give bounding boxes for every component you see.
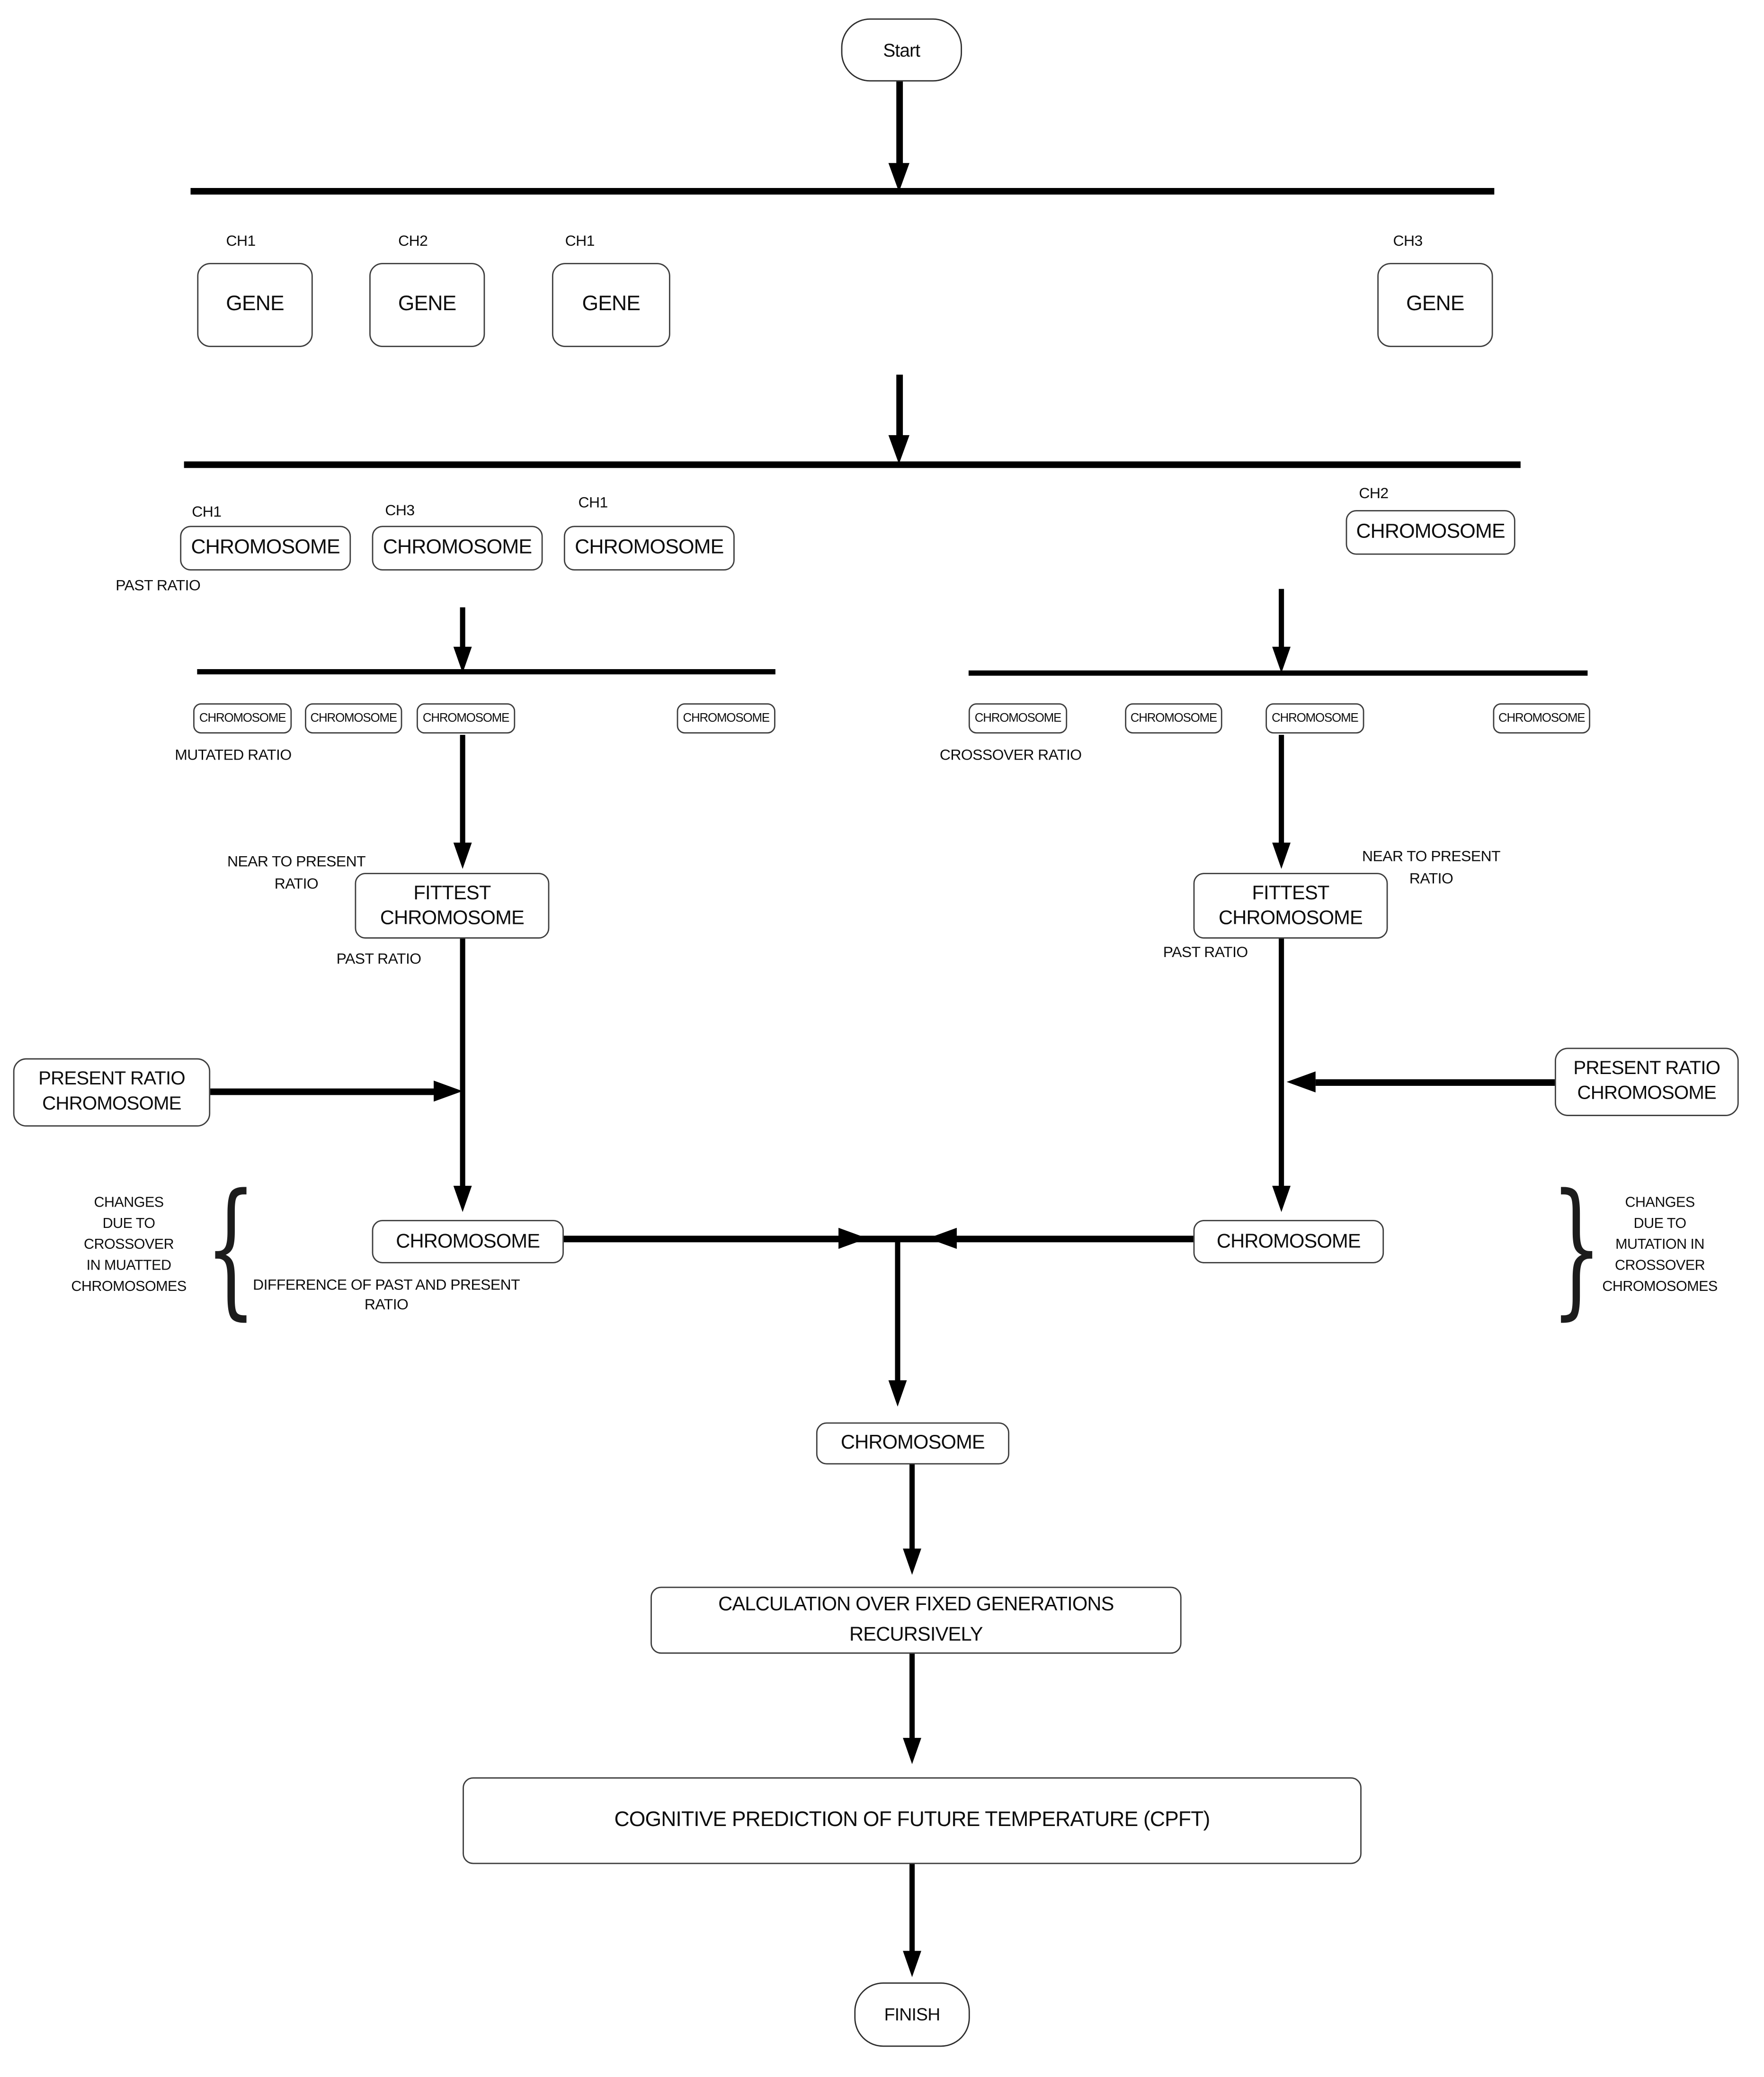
arrow-left-result-shaft (460, 939, 465, 1189)
present-ratio-chromosome-node: PRESENT RATIO CHROMOSOME (13, 1058, 211, 1127)
arrow-crossover-pool-shaft (1279, 589, 1283, 650)
fittest-chromosome-node: FITTEST CHROMOSOME (1193, 873, 1388, 939)
mutation-changes-annotation: CHANGES DUE TO MUTATION IN CROSSOVER CHR… (1602, 1195, 1718, 1295)
chromosome-channel-label: CH1 (192, 504, 222, 521)
gene-node: GENE (369, 263, 485, 347)
arrow-calculation-head (903, 1549, 921, 1575)
merge-right-head (927, 1227, 957, 1249)
curly-brace-left: { (205, 1163, 257, 1334)
curly-brace-right: } (1550, 1163, 1603, 1334)
chromosome-node: CHROMOSOME (1345, 510, 1515, 555)
arrow-cpft-head (903, 1737, 921, 1764)
arrow-left-present-head (434, 1080, 463, 1102)
gene-node: GENE (197, 263, 313, 347)
chromosome-channel-label: CH1 (578, 495, 608, 511)
merge-left-head (838, 1227, 868, 1249)
gene-channel-label: CH2 (398, 234, 428, 250)
arrow-finish-shaft (909, 1864, 914, 1954)
pool-chromosome-node: CHROMOSOME (416, 703, 516, 734)
crossover-ratio-label: CROSSOVER RATIO (939, 748, 1082, 764)
arrow-start-head (888, 163, 909, 192)
arrow-merge-shaft (895, 1241, 900, 1383)
chromosome-node: CHROMOSOME (563, 526, 735, 571)
chromosome-channel-label: CH2 (1359, 486, 1389, 502)
merge-left-shaft (563, 1235, 898, 1242)
near-to-present-ratio-label: NEAR TO PRESENT RATIO (1362, 849, 1501, 887)
arrow-mutation-pool-shaft (460, 607, 465, 652)
generation-line-1 (190, 188, 1495, 194)
gene-node: GENE (552, 263, 670, 347)
arrow-finish-head (903, 1951, 921, 1978)
arrow-right-present-shaft (1315, 1079, 1555, 1085)
calculation-node: CALCULATION OVER FIXED GENERATIONS RECUR… (650, 1586, 1182, 1654)
pool-chromosome-node: CHROMOSOME (193, 703, 292, 734)
past-ratio-label: PAST RATIO (116, 578, 201, 594)
chromosome-channel-label: CH3 (385, 503, 415, 519)
arrow-left-fittest-head (453, 842, 472, 869)
gene-channel-label: CH1 (565, 234, 595, 250)
gene-channel-label: CH3 (1393, 234, 1423, 250)
chromosome-node: CHROMOSOME (372, 526, 543, 571)
arrow-left-present-shaft (210, 1088, 437, 1095)
arrow-right-fittest-shaft (1279, 734, 1283, 845)
pool-chromosome-node: CHROMOSOME (677, 703, 775, 734)
arrow-right-result-shaft (1279, 939, 1283, 1189)
fittest-chromosome-node: FITTEST CHROMOSOME (355, 873, 550, 939)
chromosome-node: CHROMOSOME (180, 526, 351, 571)
finish-node: FINISH (854, 1982, 970, 2047)
pool-chromosome-node: CHROMOSOME (1125, 703, 1222, 734)
arrow-calculation-shaft (909, 1464, 914, 1551)
arrow-merge-head (888, 1380, 907, 1407)
difference-label: DIFFERENCE OF PAST AND PRESENT RATIO (253, 1278, 520, 1314)
pool-chromosome-node: CHROMOSOME (1265, 703, 1364, 734)
pool-chromosome-node: CHROMOSOME (305, 703, 402, 734)
arrow-right-present-head (1286, 1071, 1316, 1092)
merged-chromosome-node: CHROMOSOME (816, 1422, 1009, 1465)
arrow-mutation-pool-head (453, 646, 472, 673)
cpft-node: COGNITIVE PREDICTION OF FUTURE TEMPERATU… (463, 1777, 1362, 1864)
past-ratio-label: PAST RATIO (1163, 945, 1248, 961)
result-chromosome-node: CHROMOSOME (1193, 1220, 1384, 1263)
crossover-changes-annotation: CHANGES DUE TO CROSSOVER IN MUATTED CHRO… (71, 1195, 187, 1295)
arrow-left-fittest-shaft (460, 734, 465, 845)
arrow-right-result-head (1272, 1185, 1291, 1212)
merge-right-shaft (898, 1235, 1194, 1242)
arrow-generation-head (888, 435, 909, 464)
generation-line-2 (184, 461, 1521, 467)
arrow-start-shaft (896, 81, 902, 166)
arrow-cpft-shaft (909, 1654, 914, 1741)
crossover-pool-line (968, 670, 1588, 675)
pool-chromosome-node: CHROMOSOME (1493, 703, 1590, 734)
arrow-generation-shaft (896, 375, 902, 438)
start-node: Start (841, 18, 962, 82)
present-ratio-chromosome-node: PRESENT RATIO CHROMOSOME (1555, 1047, 1739, 1116)
pool-chromosome-node: CHROMOSOME (968, 703, 1068, 734)
arrow-crossover-pool-head (1272, 646, 1291, 673)
past-ratio-label: PAST RATIO (336, 951, 422, 968)
mutation-pool-line (197, 669, 775, 674)
gene-node: GENE (1377, 263, 1493, 347)
mutated-ratio-label: MUTATED RATIO (175, 748, 292, 764)
arrow-left-result-head (453, 1185, 472, 1212)
near-to-present-ratio-label: NEAR TO PRESENT RATIO (227, 854, 366, 892)
gene-channel-label: CH1 (226, 234, 256, 250)
arrow-right-fittest-head (1272, 842, 1291, 869)
result-chromosome-node: CHROMOSOME (372, 1220, 564, 1263)
